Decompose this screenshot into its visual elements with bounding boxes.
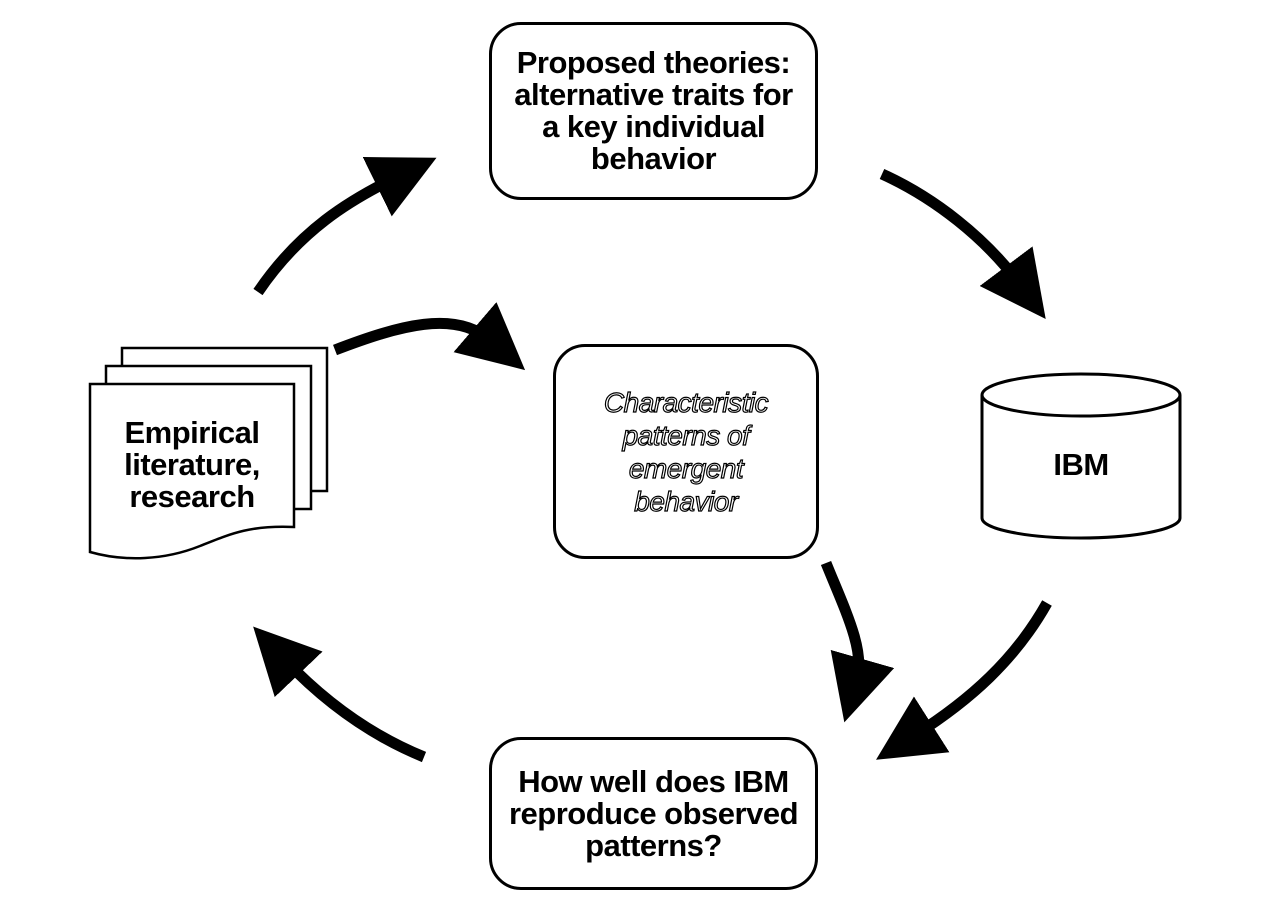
arrow-literature-to-patterns <box>333 302 526 371</box>
patterns-label: Characteristic patterns of emergent beha… <box>603 386 769 517</box>
arrow-literature-to-theories <box>253 157 437 296</box>
arrow-ibm-to-evaluation <box>876 600 1052 760</box>
arrow-theories-to-ibm <box>879 168 1046 319</box>
ibm-node: IBM <box>982 430 1180 500</box>
evaluation-label: How well does IBM reproduce observed pat… <box>508 763 799 863</box>
theories-label: Proposed theories: alternative traits fo… <box>514 45 793 176</box>
arrow-evaluation-to-literature <box>253 626 427 763</box>
arrow-patterns-to-evaluation <box>820 560 895 723</box>
patterns-box: Characteristic patterns of emergent beha… <box>553 344 819 559</box>
document-stack-icon <box>88 346 329 560</box>
literature-node: Empirical literature, research <box>92 400 292 530</box>
evaluation-box: How well does IBM reproduce observed pat… <box>489 737 818 890</box>
database-cylinder-icon <box>980 372 1182 540</box>
literature-label: Empirical literature, research <box>124 415 260 514</box>
theories-box: Proposed theories: alternative traits fo… <box>489 22 818 200</box>
ibm-label: IBM <box>1053 447 1109 482</box>
